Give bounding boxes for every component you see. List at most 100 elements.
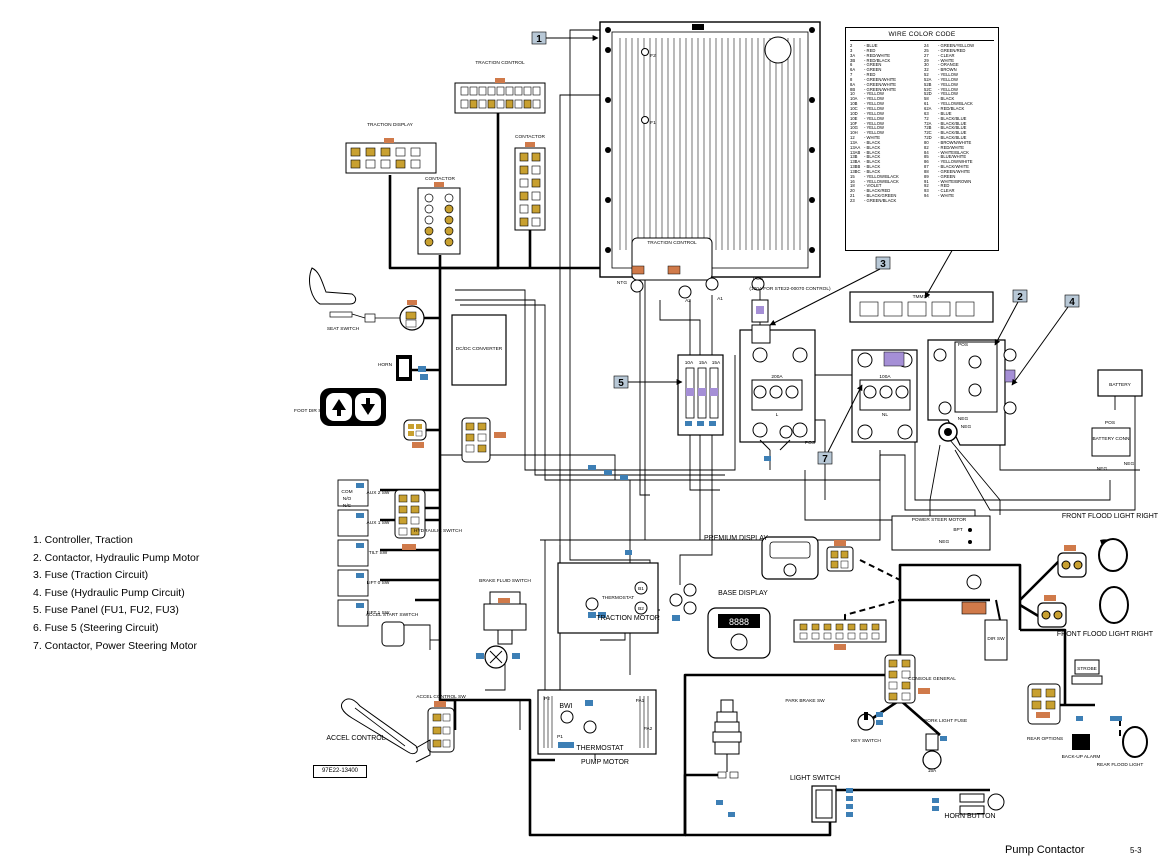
wire-color: - GREEN/RED <box>938 48 966 53</box>
legend-item: 7. Contactor, Power Steering Motor <box>33 639 197 652</box>
label-hydraulic-switch: HYDRAULIC SWITCH <box>414 528 463 534</box>
label-dc-converter: DC/DC CONVERTER <box>456 346 503 352</box>
legend-item: 1. Controller, Traction <box>33 534 133 546</box>
wire-color-row: 6A- GREEN <box>850 67 924 73</box>
wire-color: - WHITE <box>938 58 955 63</box>
label-accel-control-conn: ACCEL CONTROL SW <box>416 694 466 700</box>
wire-code: 15 <box>850 173 855 179</box>
wire-color-row: 10H- YELLOW <box>850 130 924 136</box>
wire-code: 10C <box>850 105 858 111</box>
wire-code: 3 <box>850 47 853 53</box>
wire-code: 13AA <box>850 144 861 150</box>
label-thermostat-pump: THERMOSTAT <box>576 745 624 752</box>
wire-color: - YELLOW <box>864 116 884 121</box>
foot-dir-switch <box>320 388 427 448</box>
wire-color-row: 10A- YELLOW <box>850 96 924 102</box>
wire-color-row: 86- YELLOW/WHITE <box>924 159 998 165</box>
page-number: 5-3 <box>1130 846 1142 855</box>
wire-color: - GREEN/WHITE <box>938 169 971 174</box>
wire-color: - GREEN/WHITE <box>864 77 897 82</box>
wire-color-row: 20- BLACK/RED <box>850 188 924 194</box>
pump-motor <box>537 583 697 755</box>
wire-code: 6 <box>850 62 853 68</box>
wire-color: - GREEN <box>864 63 882 68</box>
wire-code: 13BC <box>850 168 861 174</box>
wire-color-row: 32- BROWN <box>924 67 998 73</box>
park-brake-switch <box>712 699 742 817</box>
wire-code: 25 <box>924 47 929 53</box>
wire-color-row: 10F- YELLOW <box>850 120 924 127</box>
front-flood-lights <box>1037 538 1129 628</box>
label-f1: F1 <box>650 120 656 126</box>
wire-code: 10F <box>850 120 858 126</box>
label-bwi: BWI <box>559 703 572 710</box>
label-traction-control-main: TRACTION CONTROL <box>647 240 697 246</box>
wire-code: 3A <box>850 52 856 58</box>
traction-motor <box>557 562 659 634</box>
wire-code: 72B <box>924 125 932 131</box>
callout-4: 4 <box>1069 297 1075 308</box>
base-display <box>707 607 887 659</box>
callout-7: 7 <box>822 454 828 465</box>
label-base-display: BASE DISPLAY <box>718 590 768 597</box>
wire-color-row: 80 - BROWN/WHITE <box>924 139 998 146</box>
label-aux1: AUX 1 SW <box>367 520 390 526</box>
wire-color-row: 63- BLUE <box>924 111 998 117</box>
label-cd-nl: NL <box>882 412 888 418</box>
wire-code: 10 <box>850 91 855 97</box>
label-tilt: TILT SW <box>369 550 388 556</box>
label-nc: N/C <box>343 503 352 509</box>
wire-code: 6A <box>850 67 856 73</box>
wire-color: - BLACK <box>864 145 881 150</box>
wire-color-row: 21- BLACK/GREEN <box>850 193 924 199</box>
wire-code: 52D <box>924 91 932 97</box>
wire-color: - BLUE <box>938 111 952 116</box>
wire-color: - YELLOW <box>864 126 884 131</box>
label-rear-options: REAR OPTIONS <box>1027 736 1063 742</box>
wire-color-row: 30- ORANGE <box>924 63 998 68</box>
label-front-flood-right: FRONT FLOOD LIGHT RIGHT <box>1062 513 1159 520</box>
wire-color-code-title: WIRE COLOR CODE <box>850 28 994 41</box>
wire-code: 13BB <box>850 164 861 170</box>
label-pump-motor: PUMP MOTOR <box>581 759 629 766</box>
dir-switch <box>961 574 1008 661</box>
part-number: 97E22-13400 <box>313 765 367 778</box>
wire-color: - BLACK <box>938 97 955 102</box>
wire-code: 61 <box>924 101 929 107</box>
wire-code: 13AB <box>850 149 861 155</box>
wire-color-row: 52B- YELLOW <box>924 82 998 88</box>
label-contactor-a: CONTACTOR <box>425 176 455 182</box>
seat-switch <box>309 267 425 331</box>
wire-color: - YELLOW/BLACK <box>864 174 899 179</box>
wire-color-row: 72C- BLACK/BLUE <box>924 130 998 136</box>
wire-code: 16 <box>850 178 855 184</box>
label-traction-display: TRACTION DISPLAY <box>367 122 414 128</box>
label-horn: HORN <box>378 362 393 368</box>
wire-code: 85 <box>924 154 929 160</box>
wire-code: 13B <box>850 154 858 160</box>
wire-code: 8 <box>850 76 853 82</box>
wire-code: 80 <box>924 139 929 145</box>
label-rear-flood: REAR FLOOD LIGHT <box>1097 762 1144 768</box>
wire-color: - BLACK/BLUE <box>938 136 967 141</box>
label-b2: B2 <box>638 606 644 612</box>
label-cd-l: L <box>776 412 779 418</box>
wire-code: 10D <box>850 110 858 116</box>
wire-color: - RED/WHITE <box>864 53 891 58</box>
label-backup-alarm: BACK-UP ALARM <box>1062 754 1101 760</box>
label-front-flood-left: FRONT FLOOD LIGHT RIGHT <box>1057 631 1154 638</box>
wire-color: - BROWN/WHITE <box>938 140 972 145</box>
wire-code: 12 <box>850 135 855 141</box>
label-contactor-neg: NEG <box>958 416 969 422</box>
wire-color-row: 10- YELLOW <box>850 92 924 97</box>
wire-code: 18 <box>850 183 855 189</box>
rear-options <box>1027 659 1148 758</box>
wire-code: 89 <box>924 173 929 179</box>
wire-color-row: 13BA- BLACK <box>850 159 924 165</box>
callout-5: 5 <box>618 378 624 389</box>
wire-color: - YELLOW <box>864 97 884 102</box>
label-fuse-note: (100A FOR STE22-00070 CONTROL) <box>749 286 831 292</box>
wire-color-row: 15 - YELLOW/BLACK <box>850 173 924 180</box>
